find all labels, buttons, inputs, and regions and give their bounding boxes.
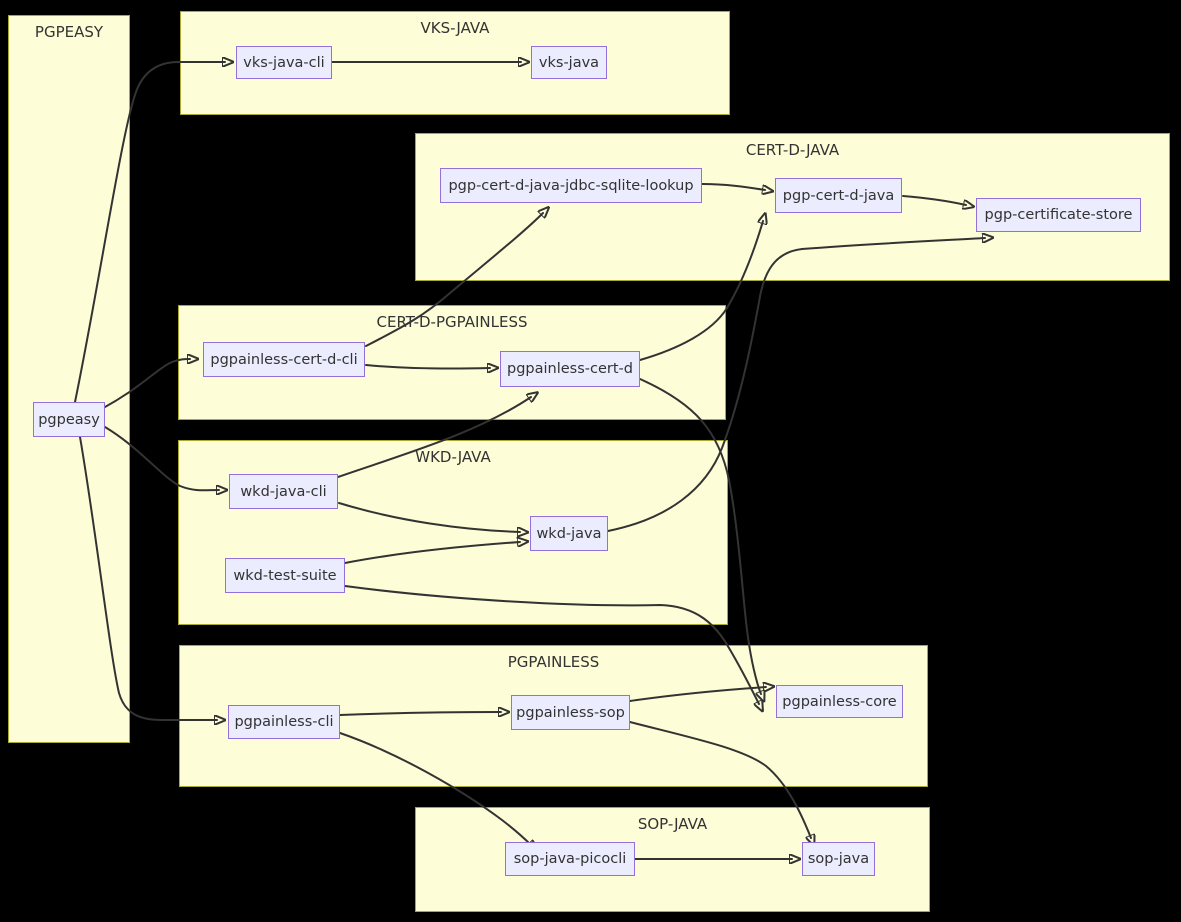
node-pgpainless-core: pgpainless-core <box>776 685 903 718</box>
node-pgpainless-cli-label: pgpainless-cli <box>234 714 334 730</box>
cluster-vks-java-title: VKS-JAVA <box>420 19 490 37</box>
node-sop-java: sop-java <box>802 842 875 876</box>
edge-pgpainless-cert-d-cli-to-pgp-cert-d-java-jdbc-sqlite-lookup <box>365 213 543 347</box>
node-wkd-java-cli-label: wkd-java-cli <box>240 483 327 500</box>
edge-wkd-test-suite-to-wkd-java <box>344 542 520 564</box>
node-pgpainless-cert-d-cli: pgpainless-cert-d-cli <box>203 342 365 377</box>
edge-pgp-cert-d-java-jdbc-sqlite-lookup-to-pgp-cert-d-java <box>701 183 765 190</box>
node-pgpainless-cli: pgpainless-cli <box>228 705 340 739</box>
cluster-cert-d-pgpainless-title: CERT-D-PGPAINLESS <box>376 313 528 331</box>
edge-pgpeasy-to-pgpainless-cli <box>79 436 217 720</box>
node-pgpainless-sop: pgpainless-sop <box>511 695 630 730</box>
node-pgpainless-cert-d: pgpainless-cert-d <box>500 351 640 387</box>
edge-wkd-java-cli-to-wkd-java <box>338 502 520 532</box>
edge-pgpainless-cert-d-to-pgpainless-core <box>639 378 761 694</box>
edge-pgpainless-cert-d-cli-to-pgpainless-cert-d <box>365 365 490 369</box>
node-sop-java-picocli-label: sop-java-picocli <box>513 851 627 867</box>
node-wkd-test-suite: wkd-test-suite <box>225 558 345 593</box>
node-sop-java-picocli: sop-java-picocli <box>505 842 635 876</box>
node-wkd-test-suite-label: wkd-test-suite <box>233 567 337 584</box>
edge-pgpainless-cli-to-pgpainless-sop <box>339 712 501 715</box>
node-vks-java-cli: vks-java-cli <box>236 46 332 79</box>
node-pgpainless-cert-d-cli-label: pgpainless-cert-d-cli <box>210 351 358 368</box>
node-vks-java-cli-label: vks-java-cli <box>243 54 325 71</box>
node-pgp-cert-d-java-label: pgp-cert-d-java <box>782 187 895 204</box>
node-pgp-certificate-store: pgp-certificate-store <box>976 198 1141 232</box>
cluster-pgpainless-title: PGPAINLESS <box>507 653 600 671</box>
node-sop-java-label: sop-java <box>807 851 870 867</box>
node-pgpainless-cert-d-label: pgpainless-cert-d <box>507 361 633 377</box>
node-wkd-java-label: wkd-java <box>536 525 602 542</box>
node-pgp-cert-d-java-jdbc-sqlite-lookup-label: pgp-cert-d-java-jdbc-sqlite-lookup <box>448 177 694 194</box>
cluster-wkd-java: WKD-JAVA <box>178 440 728 625</box>
edge-pgp-cert-d-java-to-pgp-certificate-store <box>902 195 966 205</box>
node-pgp-cert-d-java: pgp-cert-d-java <box>775 178 902 213</box>
edge-wkd-java-cli-to-pgpainless-cert-d <box>337 397 531 478</box>
edge-wkd-test-suite-to-pgpainless-core <box>344 585 759 704</box>
edge-pgpainless-cert-d-to-pgp-cert-d-java <box>639 221 763 361</box>
node-pgpeasy: pgpeasy <box>33 402 105 437</box>
node-pgpainless-sop-label: pgpainless-sop <box>516 704 625 721</box>
cluster-pgpeasy: PGPEASY <box>8 15 130 743</box>
cluster-cert-d-java-title: CERT-D-JAVA <box>745 141 840 159</box>
node-wkd-java: wkd-java <box>530 516 608 551</box>
cluster-wkd-java-title: WKD-JAVA <box>415 448 491 466</box>
node-pgp-cert-d-java-jdbc-sqlite-lookup: pgp-cert-d-java-jdbc-sqlite-lookup <box>440 168 702 203</box>
cluster-pgpeasy-title: PGPEASY <box>34 23 104 41</box>
edge-pgpainless-cli-to-sop-java-picocli <box>339 732 531 845</box>
edge-pgpainless-sop-to-pgpainless-core <box>629 687 766 702</box>
node-pgpainless-core-label: pgpainless-core <box>782 693 897 710</box>
edge-pgpeasy-to-pgpainless-cert-d-cli <box>104 359 190 408</box>
node-pgpeasy-label: pgpeasy <box>38 411 100 428</box>
edge-pgpainless-sop-to-sop-java <box>629 721 811 838</box>
edge-pgpeasy-to-vks-java-cli <box>74 62 225 403</box>
node-wkd-java-cli: wkd-java-cli <box>229 474 338 509</box>
node-pgp-certificate-store-label: pgp-certificate-store <box>984 207 1133 223</box>
edge-wkd-java-to-pgp-certificate-store <box>607 238 985 532</box>
cluster-sop-java-title: SOP-JAVA <box>637 815 708 833</box>
node-vks-java-label: vks-java <box>538 54 600 71</box>
edge-pgpeasy-to-wkd-java-cli <box>104 426 219 490</box>
node-vks-java: vks-java <box>531 46 607 79</box>
